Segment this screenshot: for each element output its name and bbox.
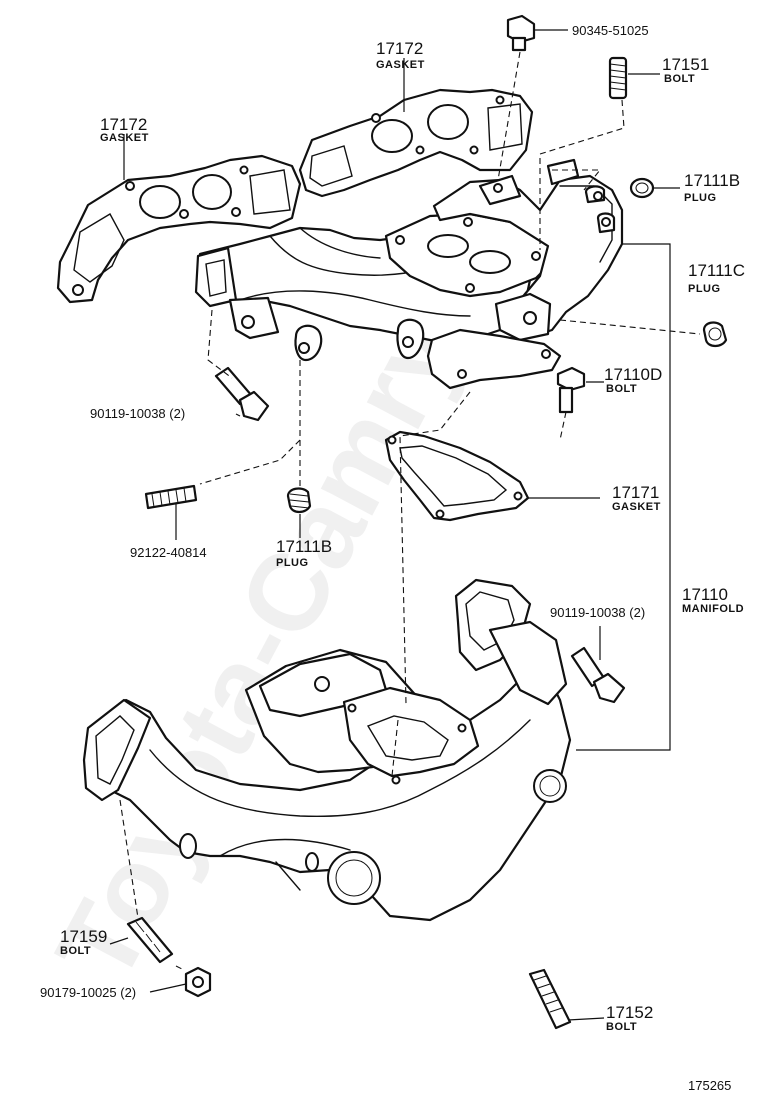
- callout-90119-10038-lower[interactable]: 90119-10038 (2): [550, 605, 645, 620]
- callout-17159[interactable]: 17159 BOLT: [60, 927, 107, 957]
- callout-17172-left[interactable]: 17172 GASKET: [100, 115, 149, 144]
- gasket-17172-right[interactable]: [298, 88, 534, 198]
- part-name: BOLT: [60, 945, 91, 957]
- alignment-lines: [119, 51, 701, 971]
- gasket-17171[interactable]: [384, 430, 530, 522]
- callout-90179-10025[interactable]: 90179-10025 (2): [40, 985, 136, 1000]
- part-number: 90179-10025 (2): [40, 985, 136, 1000]
- stud-17151[interactable]: [608, 56, 628, 100]
- intake-manifold-upper[interactable]: [194, 158, 624, 390]
- part-number: 17151: [662, 55, 709, 74]
- part-number: 17159: [60, 927, 107, 946]
- part-name: BOLT: [606, 383, 637, 395]
- part-number: 92122-40814: [130, 545, 207, 560]
- bolt-90119-upper[interactable]: [214, 366, 270, 422]
- part-name: PLUG: [276, 557, 309, 569]
- bolt-90345[interactable]: [506, 14, 536, 52]
- part-name: PLUG: [688, 283, 721, 295]
- nut-90179[interactable]: [184, 966, 212, 998]
- callout-17111b-top[interactable]: 17111B PLUG: [684, 171, 740, 204]
- gasket-17172-left[interactable]: [56, 154, 302, 304]
- part-name: BOLT: [664, 73, 695, 85]
- plug-17111b-middle[interactable]: [286, 487, 312, 514]
- part-name: MANIFOLD: [682, 603, 744, 615]
- stud-17152[interactable]: [528, 968, 572, 1030]
- callout-90345-51025[interactable]: 90345-51025: [572, 23, 649, 38]
- bolt-17110d[interactable]: [556, 366, 586, 414]
- callout-17111b-middle[interactable]: 17111B PLUG: [276, 537, 332, 569]
- stud-92122[interactable]: [144, 484, 198, 510]
- part-number: 17152: [606, 1003, 653, 1022]
- part-number: 17171: [612, 483, 659, 502]
- part-number: 17111B: [276, 537, 332, 556]
- plug-17111b-top[interactable]: [629, 177, 655, 199]
- part-number: 17172: [376, 39, 423, 58]
- stud-17159[interactable]: [126, 916, 174, 964]
- plug-17111c[interactable]: [702, 321, 728, 348]
- part-number: 17172: [100, 115, 147, 134]
- part-number: 90345-51025: [572, 23, 649, 38]
- part-number: 17110D: [604, 365, 662, 384]
- part-name: BOLT: [606, 1021, 637, 1033]
- callout-17110d[interactable]: 17110D BOLT: [604, 365, 662, 395]
- callout-17152[interactable]: 17152 BOLT: [606, 1003, 653, 1033]
- leader-lines: [109, 29, 680, 1021]
- part-number: 90119-10038 (2): [550, 605, 645, 620]
- part-name: PLUG: [684, 192, 717, 204]
- callout-17111c[interactable]: 17111C PLUG: [688, 261, 745, 295]
- intake-manifold-lower[interactable]: [82, 578, 572, 922]
- part-number: 17110: [682, 585, 728, 604]
- callout-92122-40814[interactable]: 92122-40814: [130, 545, 207, 560]
- part-number: 17111B: [684, 171, 740, 190]
- figure-number: 175265: [688, 1078, 731, 1093]
- callout-17172-right[interactable]: 17172 GASKET: [376, 39, 425, 71]
- callout-17171[interactable]: 17171 GASKET: [612, 483, 661, 513]
- part-number: 17111C: [688, 261, 745, 280]
- part-name: GASKET: [376, 59, 425, 71]
- callout-17151[interactable]: 17151 BOLT: [662, 55, 709, 85]
- part-name: GASKET: [612, 501, 661, 513]
- bolt-90119-lower[interactable]: [570, 646, 626, 704]
- callout-90119-10038-upper[interactable]: 90119-10038 (2): [90, 406, 185, 421]
- callout-17110[interactable]: 17110 MANIFOLD: [682, 585, 744, 615]
- part-number: 90119-10038 (2): [90, 406, 185, 421]
- part-name: GASKET: [100, 132, 149, 144]
